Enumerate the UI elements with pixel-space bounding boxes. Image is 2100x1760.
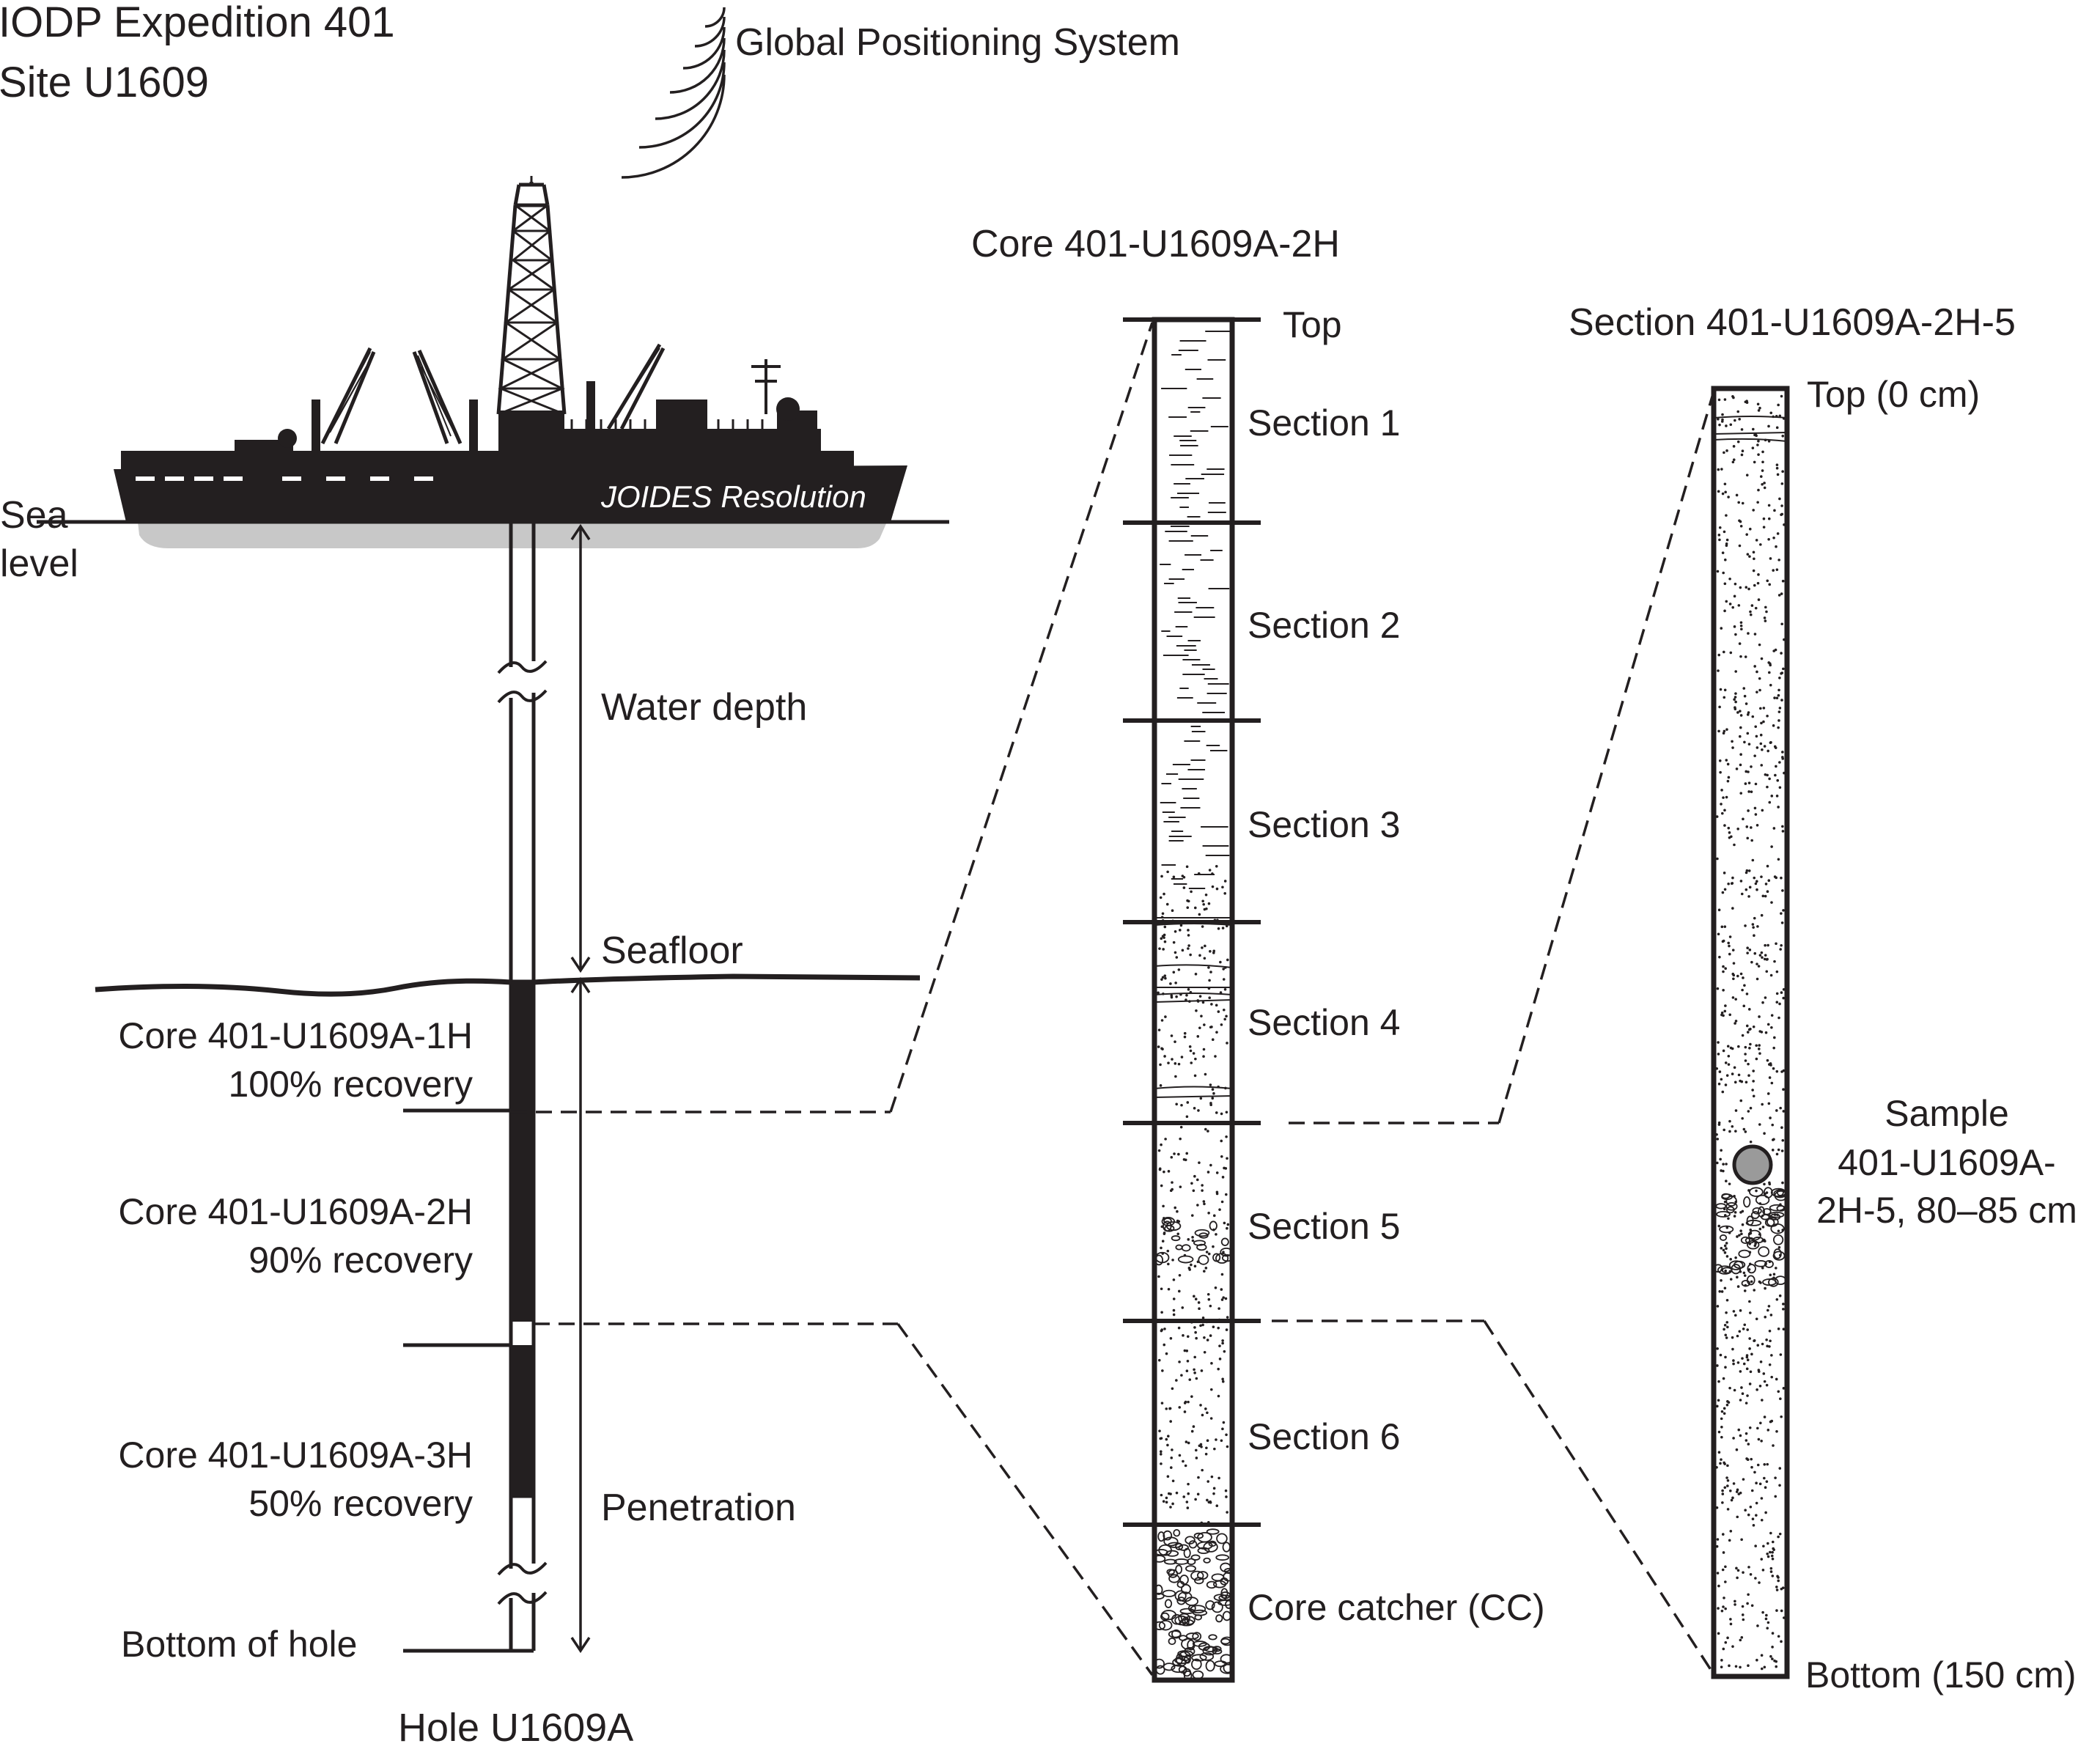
sea-level-label-line2: level <box>0 542 78 585</box>
recovered-core-1 <box>511 982 534 1111</box>
sample-label-line2: 401-U1609A- <box>1838 1142 2055 1183</box>
water-depth-arrow <box>570 523 591 973</box>
core-labels: Core 401-U1609A-1H 100% recovery Core 40… <box>118 1015 473 1524</box>
expedition-title: IODP Expedition 401 <box>0 0 395 46</box>
core-detail-title: Core 401-U1609A-2H <box>971 223 1340 265</box>
section-3-label: Section 3 <box>1248 804 1400 845</box>
recovered-core-fills <box>511 982 534 1498</box>
penetration-label: Penetration <box>601 1487 796 1529</box>
sea-level-label: Sea <box>0 494 68 537</box>
drill-pipe <box>509 522 536 982</box>
penetration-arrow <box>570 976 591 1654</box>
section-1-label: Section 1 <box>1248 402 1400 443</box>
sample-label-line1: Sample <box>1885 1093 2009 1134</box>
site-title: Site U1609 <box>0 59 209 106</box>
hole-break-icon <box>497 1561 548 1605</box>
section-column <box>1711 386 1790 1679</box>
section-lithology <box>1714 394 1787 1671</box>
recovered-core-3 <box>511 1345 534 1498</box>
core-lithology <box>1154 331 1232 1680</box>
sample-marker <box>1732 1144 1773 1185</box>
section-5-label: Section 5 <box>1248 1206 1400 1247</box>
section-6-label: Section 6 <box>1248 1416 1400 1457</box>
section-4-label: Section 4 <box>1248 1002 1400 1043</box>
recovered-core-2 <box>511 1111 534 1322</box>
hole-title: Hole U1609A <box>398 1706 633 1750</box>
core-boundaries <box>403 1108 511 1653</box>
sample-label-line3: 2H-5, 80–85 cm <box>1816 1190 2077 1231</box>
core-2h-name: Core 401-U1609A-2H <box>118 1191 473 1232</box>
bottom-of-hole-label: Bottom of hole <box>121 1624 357 1665</box>
gps-signal-icon <box>621 7 726 179</box>
core-top-label: Top <box>1283 304 1342 345</box>
section-bottom-label: Bottom (150 cm) <box>1805 1654 2077 1695</box>
section-top-label: Top (0 cm) <box>1807 374 1980 415</box>
core-3h-recovery: 50% recovery <box>248 1483 473 1524</box>
pipe-break-icon <box>497 660 548 704</box>
section-detail-title: Section 401-U1609A-2H-5 <box>1569 301 2016 344</box>
core-catcher-label: Core catcher (CC) <box>1248 1587 1545 1628</box>
section-2-label: Section 2 <box>1248 605 1400 646</box>
drilling-ship <box>114 176 907 548</box>
gps-label: Global Positioning System <box>735 21 1180 64</box>
core-1h-recovery: 100% recovery <box>229 1064 474 1105</box>
ship-name: JOIDES Resolution <box>600 479 866 514</box>
zoom-lines-section <box>1272 391 1715 1675</box>
section-dividers <box>1123 317 1261 1527</box>
water-depth-label: Water depth <box>601 686 807 729</box>
core-1h-name: Core 401-U1609A-1H <box>118 1015 473 1056</box>
core-3h-name: Core 401-U1609A-3H <box>118 1435 473 1476</box>
core-2h-recovery: 90% recovery <box>248 1240 473 1281</box>
section-labels: Section 1 Section 2 Section 3 Section 4 … <box>1248 402 1545 1628</box>
zoom-lines-core <box>511 322 1154 1676</box>
sample-label: Sample 401-U1609A- 2H-5, 80–85 cm <box>1816 1093 2077 1231</box>
seafloor-label: Seafloor <box>601 929 743 972</box>
seafloor-line <box>95 973 921 997</box>
